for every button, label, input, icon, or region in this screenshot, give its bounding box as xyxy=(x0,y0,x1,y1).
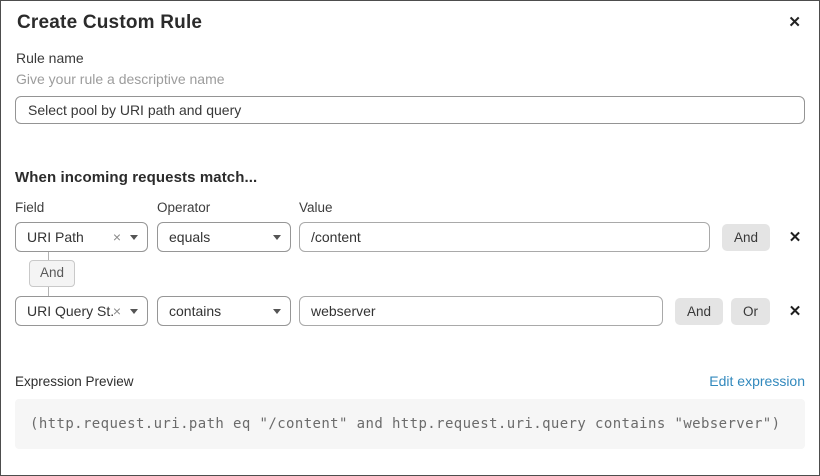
expression-preview-label: Expression Preview xyxy=(15,374,134,390)
or-button[interactable]: Or xyxy=(731,297,770,325)
field-select[interactable]: URI Path × xyxy=(15,222,148,252)
row-logic-buttons: And Or xyxy=(674,297,770,325)
connector-line-top xyxy=(48,252,49,260)
clear-selection-icon[interactable]: × xyxy=(112,303,121,320)
chevron-down-icon[interactable] xyxy=(273,308,281,314)
and-button[interactable]: And xyxy=(674,297,723,325)
expression-code-block: (http.request.uri.path eq "/content" and… xyxy=(15,399,805,450)
field-select-value: URI Path xyxy=(27,229,84,245)
operator-select-value: equals xyxy=(169,229,211,245)
clear-selection-icon[interactable]: × xyxy=(112,229,121,245)
operator-select-value: contains xyxy=(169,303,222,320)
expression-preview-header: Expression Preview Edit expression xyxy=(15,373,805,389)
row-connector: And xyxy=(29,252,94,297)
match-row: URI Query St... × contains And Or ✕ xyxy=(15,296,805,327)
connector-line-bottom xyxy=(48,287,49,297)
connector-and-badge: And xyxy=(29,260,76,288)
dialog-header: Create Custom Rule ✕ xyxy=(15,1,805,34)
match-section-heading: When incoming requests match... xyxy=(15,169,258,186)
rule-name-help-text: Give your rule a descriptive name xyxy=(16,71,225,87)
delete-row-icon[interactable]: ✕ xyxy=(785,304,805,319)
field-column-label: Field xyxy=(15,200,45,215)
edit-expression-link[interactable]: Edit expression xyxy=(709,373,805,390)
operator-column-label: Operator xyxy=(157,200,211,215)
value-column-label: Value xyxy=(299,200,333,215)
rule-name-input[interactable] xyxy=(15,96,805,124)
close-icon[interactable]: ✕ xyxy=(784,13,805,32)
field-select[interactable]: URI Query St... × xyxy=(15,296,148,327)
and-button[interactable]: And xyxy=(721,223,770,251)
chevron-down-icon[interactable] xyxy=(273,234,281,240)
chevron-down-icon[interactable] xyxy=(130,234,138,240)
operator-select[interactable]: contains xyxy=(157,296,291,327)
chevron-down-icon[interactable] xyxy=(130,308,138,314)
match-row: URI Path × equals And ✕ xyxy=(15,222,805,252)
dialog-title: Create Custom Rule xyxy=(17,12,203,33)
field-select-value: URI Query St... xyxy=(27,303,113,320)
value-input[interactable] xyxy=(299,296,663,327)
operator-select[interactable]: equals xyxy=(157,222,291,252)
value-input[interactable] xyxy=(299,222,710,252)
rule-name-label: Rule name xyxy=(16,50,84,66)
matcher-column-labels: Field Operator Value xyxy=(15,200,805,215)
delete-row-icon[interactable]: ✕ xyxy=(785,230,805,245)
row-logic-buttons: And xyxy=(721,223,770,251)
